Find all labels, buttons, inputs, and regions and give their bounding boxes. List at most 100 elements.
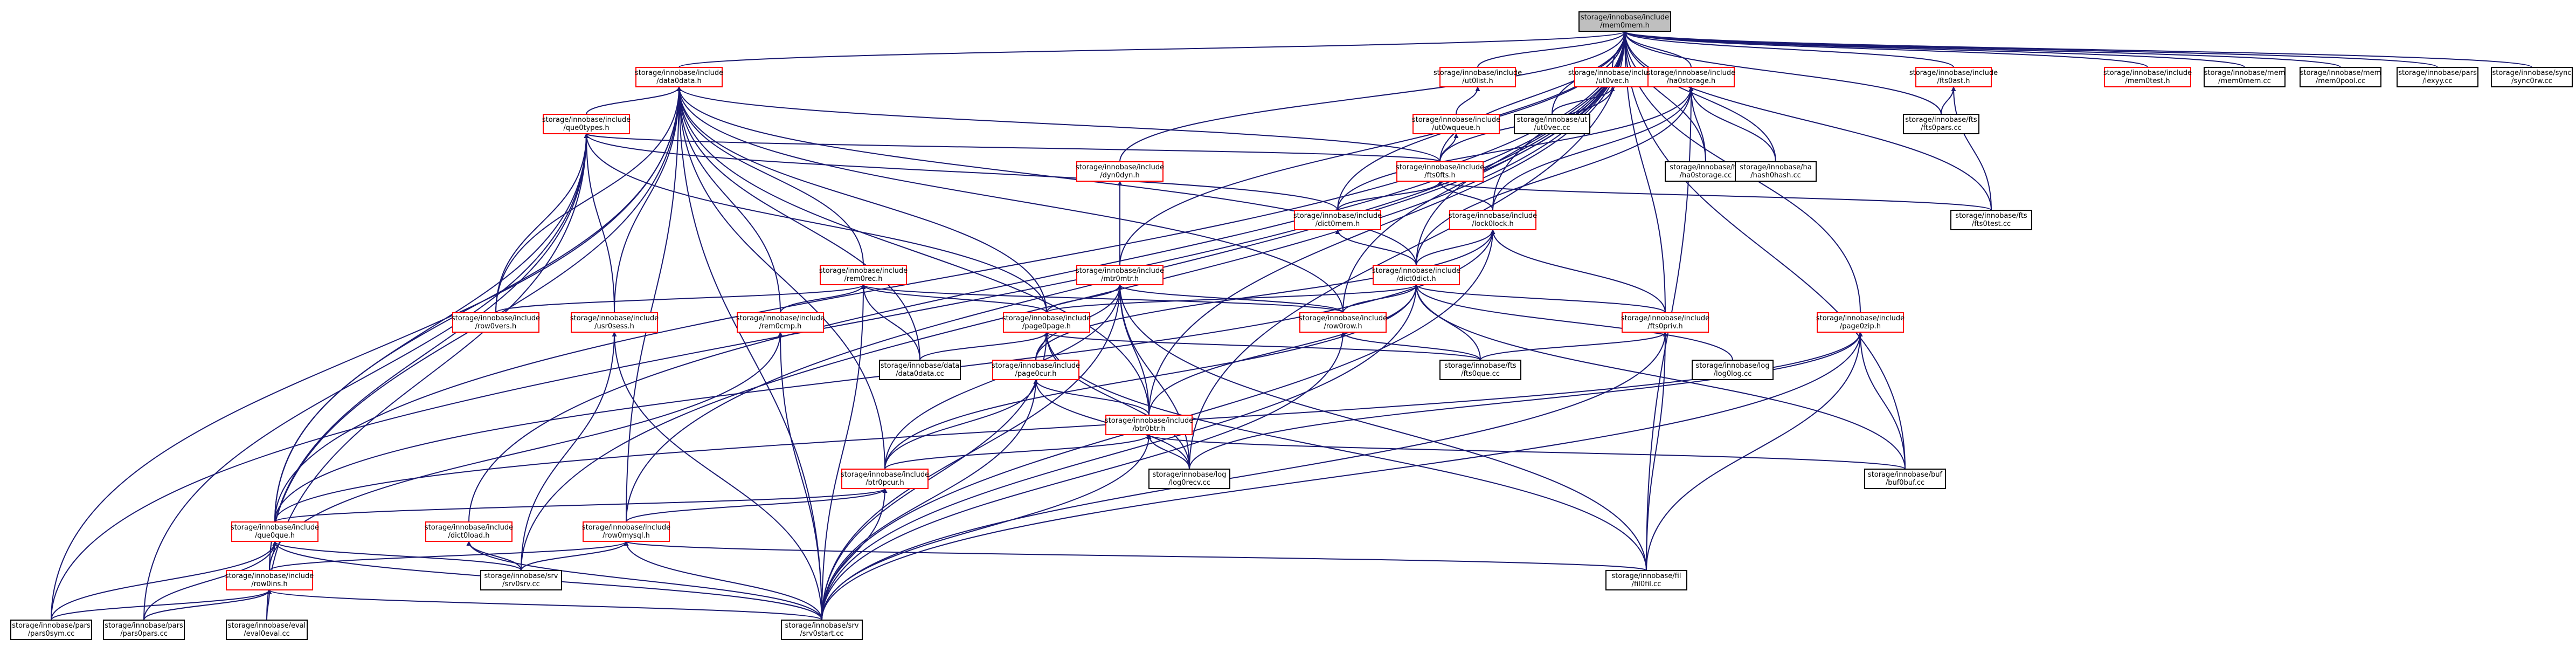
node-label-line: storage/innobase/include	[1449, 212, 1537, 220]
node-eval0eval_cc[interactable]: storage/innobase/eval/eval0eval.cc	[226, 620, 308, 640]
node-label-line: /que0que.h	[255, 532, 295, 540]
edge-row0ins_h-to-srv0start_cc	[267, 589, 822, 621]
node-box	[103, 620, 185, 640]
node-label-line: /pars0sym.cc	[28, 630, 75, 638]
edge-que0types_h-to-fts0fts_h	[584, 133, 1441, 162]
node-root[interactable]: storage/innobase/include/mem0mem.h	[1578, 11, 1671, 32]
edge-root-to-data0data_h	[678, 31, 1628, 68]
edge-page0page_h-to-srv0start_cc	[821, 332, 1049, 621]
node-mtr0mtr_h[interactable]: storage/innobase/include/mtr0mtr.h	[1076, 265, 1164, 285]
node-que0types_h[interactable]: storage/innobase/include/que0types.h	[542, 114, 631, 134]
node-row0vers_h[interactable]: storage/innobase/include/row0vers.h	[452, 312, 540, 333]
node-mem0mem_cc[interactable]: storage/innobase/mem/mem0mem.cc	[2204, 67, 2286, 87]
edge-row0mysql_h-to-fil0fil_cc	[624, 541, 1647, 571]
node-buf0buf_cc[interactable]: storage/innobase/buf/buf0buf.cc	[1864, 469, 1946, 489]
node-data0data_h[interactable]: storage/innobase/include/data0data.h	[635, 67, 723, 87]
node-fts0fts_h[interactable]: storage/innobase/include/fts0fts.h	[1396, 161, 1484, 182]
node-btr0pcur_h[interactable]: storage/innobase/include/btr0pcur.h	[841, 469, 929, 489]
node-box	[1915, 67, 1992, 87]
node-ut0wqueue_h[interactable]: storage/innobase/include/ut0wqueue.h	[1412, 114, 1500, 134]
edge-root-to-dyn0dyn_h	[1119, 31, 1628, 162]
node-fts0test_cc[interactable]: storage/innobase/fts/fts0test.cc	[1950, 210, 2032, 230]
node-label-line: /row0mysql.h	[603, 532, 650, 540]
node-dict0mem_h[interactable]: storage/innobase/include/dict0mem.h	[1293, 210, 1382, 230]
node-rem0cmp_h[interactable]: storage/innobase/include/rem0cmp.h	[736, 312, 825, 333]
edge-rem0rec_h-to-row0row_h	[861, 284, 1344, 313]
edge-row0ins_h-to-pars0sym_cc	[51, 589, 272, 621]
node-pars0pars_cc[interactable]: storage/innobase/pars/pars0pars.cc	[103, 620, 185, 640]
node-hash0hash_cc[interactable]: storage/innobase/ha/hash0hash.cc	[1735, 161, 1817, 182]
node-row0ins_h[interactable]: storage/innobase/include/row0ins.h	[225, 570, 314, 590]
node-label-line: /row0row.h	[1324, 322, 1362, 331]
node-box	[1605, 570, 1687, 590]
node-mem0pool_cc[interactable]: storage/innobase/mem/mem0pool.cc	[2300, 67, 2381, 87]
edge-page0zip_h-to-srv0start_cc	[821, 332, 1863, 621]
node-ut0list_h[interactable]: storage/innobase/include/ut0list.h	[1434, 67, 1522, 87]
node-page0zip_h[interactable]: storage/innobase/include/page0zip.h	[1816, 312, 1905, 333]
node-fts0priv_h[interactable]: storage/innobase/include/fts0priv.h	[1621, 312, 1709, 333]
node-page0page_h[interactable]: storage/innobase/include/page0page.h	[1002, 312, 1091, 333]
node-row0row_h[interactable]: storage/innobase/include/row0row.h	[1299, 312, 1387, 333]
node-box	[2204, 67, 2286, 87]
node-label-line: storage/innobase/fts	[1955, 212, 2027, 220]
node-fil0fil_cc[interactable]: storage/innobase/fil/fil0fil.cc	[1605, 570, 1687, 590]
edge-fts0priv_h-to-fts0que_cc	[1480, 332, 1668, 361]
edge-btr0btr_h-to-log0recv_cc	[1146, 434, 1190, 470]
edge-row0row_h-to-fts0que_cc	[1340, 332, 1481, 361]
edge-ha0storage_h-to-ha0storage_cc	[1688, 86, 1706, 162]
node-label-line: /fts0fts.h	[1424, 171, 1455, 180]
node-mem0test_h[interactable]: storage/innobase/include/mem0test.h	[2103, 67, 2192, 87]
node-fts0ast_h[interactable]: storage/innobase/include/fts0ast.h	[1909, 67, 1998, 87]
node-label-line: /fts0que.cc	[1461, 370, 1500, 378]
node-label-line: storage/innobase/sync	[2492, 69, 2571, 77]
node-srv0start_cc[interactable]: storage/innobase/srv/srv0start.cc	[781, 620, 863, 640]
node-srv0srv_cc[interactable]: storage/innobase/srv/srv0srv.cc	[480, 570, 562, 590]
node-label-line: storage/innobase/include	[2103, 69, 2192, 77]
node-label-line: /data0data.h	[656, 77, 702, 85]
edge-root-to-fts0ast_h	[1622, 31, 1954, 68]
node-lexyy_cc[interactable]: storage/innobase/pars/lexyy.cc	[2397, 67, 2478, 87]
node-ut0vec_h[interactable]: storage/innobase/include/ut0vec.h	[1568, 67, 1657, 87]
edge-mtr0mtr_h-to-btr0btr_h	[1117, 284, 1149, 416]
node-label-line: storage/innobase/include	[231, 524, 319, 532]
node-usr0sess_h[interactable]: storage/innobase/include/usr0sess.h	[570, 312, 659, 333]
node-lock0lock_h[interactable]: storage/innobase/include/lock0lock.h	[1449, 210, 1537, 230]
node-label-line: storage/innobase/ha	[1740, 163, 1811, 171]
node-log0recv_cc[interactable]: storage/innobase/log/log0recv.cc	[1148, 469, 1230, 489]
node-label-line: storage/innobase/eval	[228, 622, 306, 630]
node-pars0sym_cc[interactable]: storage/innobase/pars/pars0sym.cc	[10, 620, 92, 640]
node-label-line: /data0data.cc	[896, 370, 944, 378]
node-data0data_cc[interactable]: storage/innobase/data/data0data.cc	[879, 360, 961, 380]
node-row0mysql_h[interactable]: storage/innobase/include/row0mysql.h	[582, 521, 670, 542]
edge-page0page_h-to-fts0que_cc	[1044, 332, 1481, 361]
node-label-line: /rem0cmp.h	[759, 322, 802, 331]
node-log0log_cc[interactable]: storage/innobase/log/log0log.cc	[1692, 360, 1774, 380]
node-ut0vec_cc[interactable]: storage/innobase/ut/ut0vec.cc	[1514, 114, 1590, 134]
node-dyn0dyn_h[interactable]: storage/innobase/include/dyn0dyn.h	[1076, 161, 1164, 182]
node-sync0rw_cc[interactable]: storage/innobase/sync/sync0rw.cc	[2491, 67, 2573, 87]
edge-root-to-ut0list_h	[1477, 31, 1628, 68]
edge-row0row_h-to-srv0start_cc	[821, 332, 1346, 621]
node-que0que_h[interactable]: storage/innobase/include/que0que.h	[231, 521, 319, 542]
node-box	[226, 570, 313, 590]
node-ha0storage_h[interactable]: storage/innobase/include/ha0storage.h	[1647, 67, 1735, 87]
edge-fts0fts_h-to-dict0mem_h	[1337, 181, 1443, 211]
edge-que0types_h-to-dict0mem_h	[584, 133, 1338, 211]
node-box	[1864, 469, 1946, 489]
node-label-line: storage/innobase/include	[1434, 69, 1522, 77]
node-fts0que_cc[interactable]: storage/innobase/fts/fts0que.cc	[1439, 360, 1521, 380]
node-dict0load_h[interactable]: storage/innobase/include/dict0load.h	[425, 521, 513, 542]
node-ha0storage_cc[interactable]: storage/innobase/ha/ha0storage.cc	[1665, 161, 1747, 182]
node-box	[635, 67, 723, 87]
node-fts0pars_cc[interactable]: storage/innobase/fts/fts0pars.cc	[1903, 114, 1979, 134]
node-box	[1449, 210, 1536, 230]
node-dict0dict_h[interactable]: storage/innobase/include/dict0dict.h	[1372, 265, 1460, 285]
edge-layer	[51, 31, 2532, 621]
node-label-line: /hash0hash.cc	[1750, 171, 1801, 180]
node-label-line: /sync0rw.cc	[2511, 77, 2552, 85]
node-page0cur_h[interactable]: storage/innobase/include/page0cur.h	[992, 360, 1080, 380]
node-label-line: /ut0wqueue.h	[1432, 124, 1480, 132]
node-btr0btr_h[interactable]: storage/innobase/include/btr0btr.h	[1105, 415, 1193, 435]
edge-page0page_h-to-log0recv_cc	[1044, 332, 1190, 470]
node-rem0rec_h[interactable]: storage/innobase/include/rem0rec.h	[819, 265, 908, 285]
